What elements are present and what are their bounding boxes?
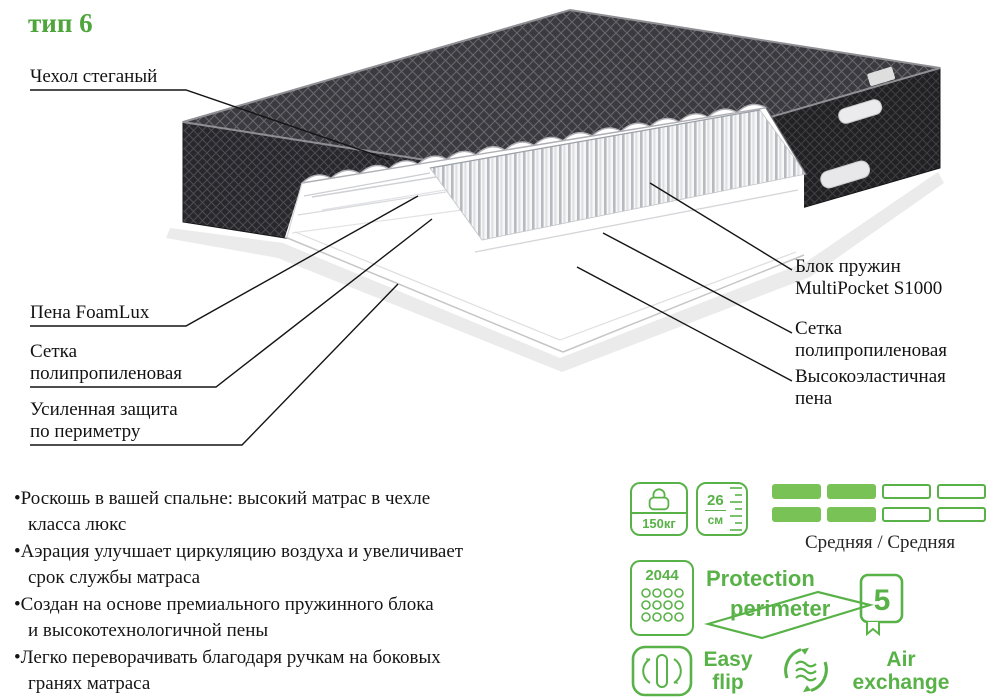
firmness-scale [772,484,986,522]
firmness-bar-filled [827,484,876,499]
side-handle [838,99,883,124]
easy-flip-line2: flip [712,671,744,694]
easy-flip-label: Easy flip [700,648,756,694]
feature-list: •Роскошь в вашей спальне: высокий матрас… [6,486,581,698]
spring-count-icon [641,588,684,622]
spring-count-value: 2044 [645,567,679,584]
easy-flip-line1: Easy [703,648,753,671]
height-values: 26 см [705,492,726,527]
protection-line2: perimeter [730,596,831,621]
label-spring-block: Блок пружин MultiPocket S1000 [795,256,943,299]
firmness-label: Средняя / Средняя [804,532,956,553]
page-title: тип 6 [28,8,93,38]
protection-line1: Protection [706,566,815,591]
label-quilted-cover: Чехол стеганый [30,66,158,87]
warranty-5-badge: 5 [859,573,904,636]
height-value: 26 [705,491,726,511]
label-elastic-foam: Высокоэластичная пена [795,366,946,409]
warranty-years: 5 [874,584,891,617]
firmness-bar-empty [937,507,986,522]
label-foamlux: Пена FoamLux [30,302,150,323]
firmness-bar-empty [882,484,931,499]
step-line [303,172,431,197]
firmness-bar-filled [827,507,876,522]
easy-flip-icon [631,645,693,697]
spring-block-top-edge [429,109,761,169]
air-exchange-line1: Air [886,648,916,671]
protection-perimeter-badge [703,590,875,640]
firmness-bar-filled [772,507,821,522]
firmness-bar-empty [937,484,986,499]
max-weight-spec: 150кг [630,482,688,536]
height-unit: см [707,512,724,527]
ruler-icon [730,487,742,531]
kettlebell-icon [648,488,670,511]
firmness-bar-empty [882,507,931,522]
warranty-ribbon [866,622,880,636]
air-exchange-label: Air exchange [842,648,960,694]
brand-tag [867,66,895,86]
max-weight-value: 150кг [632,512,686,534]
feature-item: •Легко переворачивать благодаря ручкам н… [14,647,441,694]
quilted-cover-cut-edge [301,103,767,184]
label-mesh-right: Сетка полипропиленовая [795,318,948,361]
spring-count-spec: 2044 [630,560,694,636]
feature-item: •Роскошь в вашей спальне: высокий матрас… [14,488,431,535]
feature-item: •Создан на основе премиального пружинног… [14,594,434,641]
feature-item: •Аэрация улучшает циркуляцию воздуха и у… [14,541,464,588]
side-handle [820,160,871,189]
cut-right-edge [765,107,807,175]
label-perimeter: Усиленная защита по периметру [30,399,178,442]
firmness-bar-filled [772,484,821,499]
air-exchange-line2: exchange [852,671,950,694]
label-mesh-left: Сетка полипропиленовая [30,341,183,384]
height-spec: 26 см [696,482,748,536]
air-exchange-icon [784,647,828,693]
